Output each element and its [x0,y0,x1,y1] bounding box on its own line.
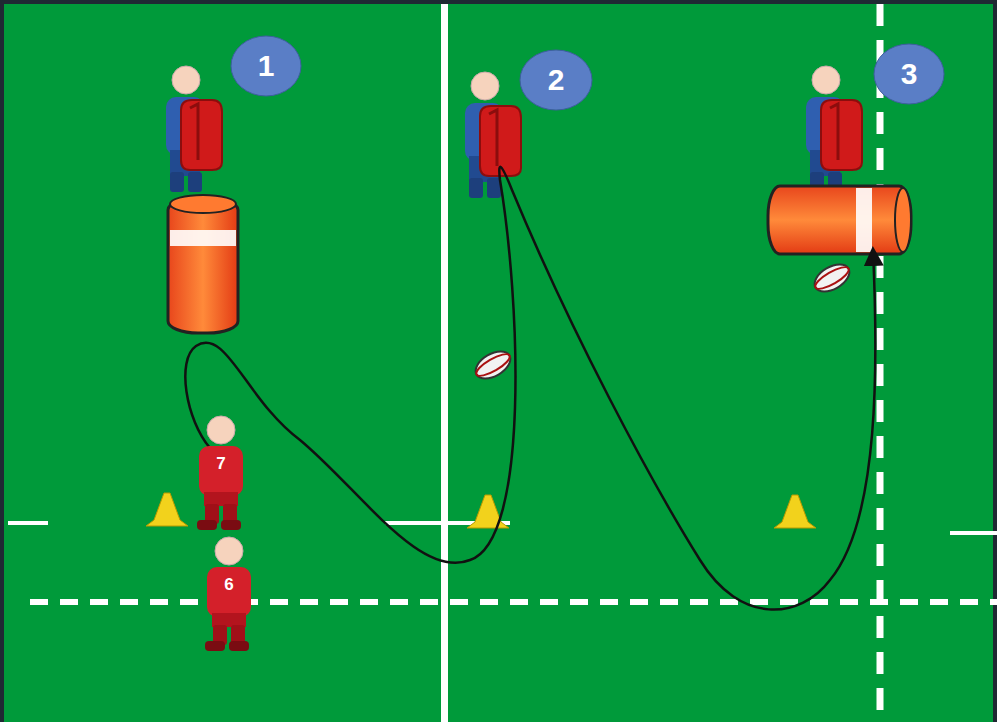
callout-number: 3 [901,57,918,91]
callout-number: 1 [258,49,275,83]
callout-number: 2 [548,63,565,97]
shirt-number: 6 [224,575,233,595]
shirt-number: 7 [216,454,225,474]
